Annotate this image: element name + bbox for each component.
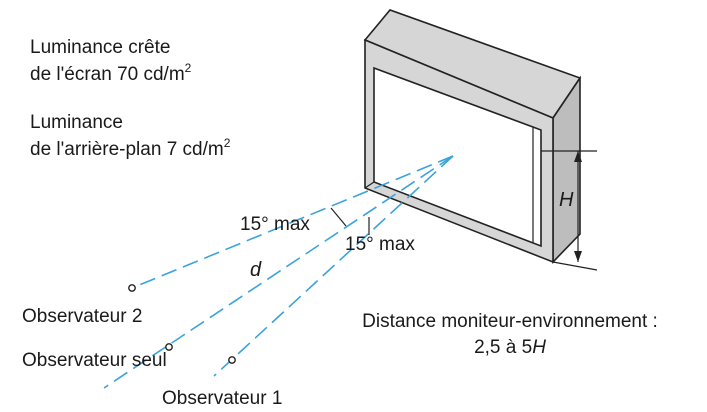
background-luminance-line-2: de l'arrière-plan 7 cd/m2 (30, 136, 231, 160)
observer-1-point (228, 356, 236, 364)
peak-luminance-line-2: de l'écran 70 cd/m2 (30, 61, 192, 85)
height-arrow-up (574, 151, 582, 162)
sight-lines (103, 155, 454, 389)
monitor-screen (373, 66, 542, 248)
height-arrow-down (574, 251, 582, 262)
observer-2-point (128, 284, 136, 292)
sight-line-observer-alone (103, 155, 454, 389)
peak-luminance-line-1: Luminance crête (30, 37, 170, 58)
angle-marks (330, 207, 370, 235)
observer-alone-label: Observateur seul (22, 350, 167, 371)
angle-label-upper: 15° max (240, 214, 310, 235)
screen-bottom-bevel (364, 181, 375, 189)
observer-1-label: Observateur 1 (162, 388, 282, 409)
distance-caption-line-1: Distance moniteur-environnement : (362, 311, 658, 332)
height-extension-bottom (552, 261, 598, 271)
angle-mark-upper (330, 207, 347, 227)
distance-symbol: d (250, 259, 262, 281)
distance-caption-line-2: 2,5 à 5H (474, 337, 546, 358)
observer-alone-point (165, 343, 173, 351)
background-luminance-line-1: Luminance (30, 112, 123, 133)
monitor (363, 9, 582, 264)
sight-line-observer-2 (131, 155, 454, 289)
sight-line-observer-1 (213, 155, 454, 377)
height-symbol: H (559, 189, 574, 211)
height-dimension: H (541, 150, 598, 271)
angle-label-lower: 15° max (345, 234, 415, 255)
observer-2-label: Observateur 2 (22, 306, 142, 327)
